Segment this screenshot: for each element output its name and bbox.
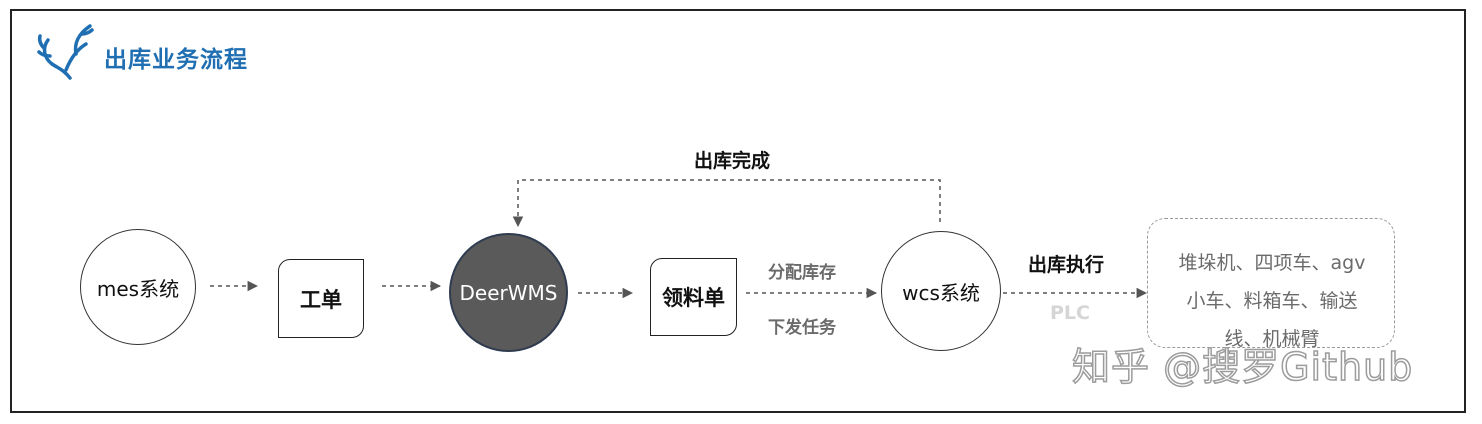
devices-line-1: 堆垛机、四项车、agv	[1178, 252, 1366, 274]
devices-line-2: 小车、料箱车、输送	[1186, 290, 1358, 312]
devices-box	[1147, 218, 1395, 348]
pick-list-node: 领料单	[650, 258, 737, 336]
issue-task-label: 下发任务	[768, 318, 836, 338]
devices-list: 堆垛机、四项车、agv 小车、料箱车、输送 线、机械臂	[1160, 244, 1384, 358]
diagram-frame	[10, 9, 1466, 413]
outbound-execute-label: 出库执行	[1028, 254, 1105, 276]
allocate-stock-label: 分配库存	[768, 263, 836, 283]
plc-label: PLC	[1050, 302, 1090, 324]
deerwms-label: DeerWMS	[459, 280, 558, 305]
arrow-wcs-to-wms-feedback	[512, 179, 941, 228]
page-title: 出库业务流程	[104, 47, 248, 73]
deerwms-node: DeerWMS	[449, 233, 568, 352]
pick-list-label: 领料单	[662, 286, 725, 310]
watermark: 知乎 @搜罗Github	[1071, 344, 1414, 390]
mes-system-label: mes系统	[96, 276, 180, 301]
deer-antler-logo-icon	[37, 24, 94, 80]
outbound-complete-label: 出库完成	[694, 150, 771, 172]
work-order-node: 工单	[278, 259, 364, 338]
wcs-system-node: wcs系统	[881, 231, 1001, 351]
wcs-system-label: wcs系统	[902, 280, 980, 305]
work-order-label: 工单	[300, 287, 342, 312]
mes-system-node: mes系统	[80, 229, 196, 345]
devices-line-3: 线、机械臂	[1224, 328, 1320, 350]
